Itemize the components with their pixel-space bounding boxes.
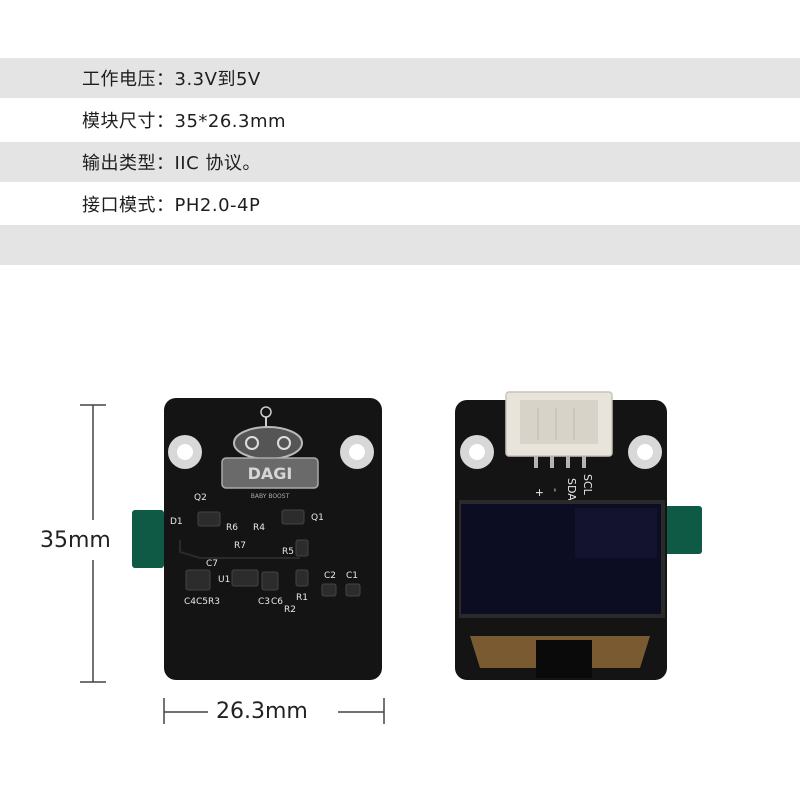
pin-minus: - xyxy=(549,488,562,492)
label-r3: R3 xyxy=(208,597,220,607)
width-label: 26.3mm xyxy=(216,699,308,724)
label-r2: R2 xyxy=(284,605,296,615)
front-board: + - SDA SCL xyxy=(455,391,702,680)
label-r6: R6 xyxy=(226,523,238,533)
label-r4: R4 xyxy=(253,523,265,533)
label-c3: C3 xyxy=(258,597,270,607)
pin-sda: SDA xyxy=(565,478,578,501)
svg-text:DAGI: DAGI xyxy=(248,464,293,483)
height-dimension xyxy=(80,404,106,683)
logo-subtext: BABY BOOST xyxy=(251,493,290,500)
label-q2: Q2 xyxy=(194,493,207,503)
label-c1: C1 xyxy=(346,571,358,581)
label-c2: C2 xyxy=(324,571,336,581)
spec-row-size: 模块尺寸：35*26.3mm xyxy=(0,100,800,140)
spec-interface: 接口模式：PH2.0-4P xyxy=(82,195,261,216)
robot-logo: DAGI BABY BOOST xyxy=(221,406,319,500)
label-c7: C7 xyxy=(206,559,218,569)
label-d1: D1 xyxy=(170,517,183,527)
label-q1: Q1 xyxy=(311,513,324,523)
flex-cable-tab xyxy=(132,510,164,568)
back-board: DAGI BABY BOOST Q2 D1 R6 R4 Q1 R7 R5 C7 xyxy=(132,398,382,680)
flex-cable-tab-right xyxy=(662,506,702,554)
spec-size: 模块尺寸：35*26.3mm xyxy=(82,111,287,132)
label-c6: C6 xyxy=(271,597,283,607)
label-c5: C5 xyxy=(196,597,208,607)
spec-row-empty xyxy=(0,225,800,265)
spec-row-output: 输出类型：IIC 协议。 xyxy=(0,142,800,182)
spec-row-voltage: 工作电压：3.3V到5V xyxy=(0,58,800,98)
label-r1: R1 xyxy=(296,593,308,603)
label-u1: U1 xyxy=(218,575,230,585)
spec-row-interface: 接口模式：PH2.0-4P xyxy=(0,184,800,224)
label-c4: C4 xyxy=(184,597,196,607)
height-label: 35mm xyxy=(40,528,111,553)
width-dimension xyxy=(163,698,385,724)
label-r7: R7 xyxy=(234,541,246,551)
spec-output: 输出类型：IIC 协议。 xyxy=(82,153,261,174)
pin-scl: SCL xyxy=(581,474,594,496)
pin-plus: + xyxy=(533,488,546,497)
spec-voltage: 工作电压：3.3V到5V xyxy=(82,69,261,90)
label-r5: R5 xyxy=(282,547,294,557)
